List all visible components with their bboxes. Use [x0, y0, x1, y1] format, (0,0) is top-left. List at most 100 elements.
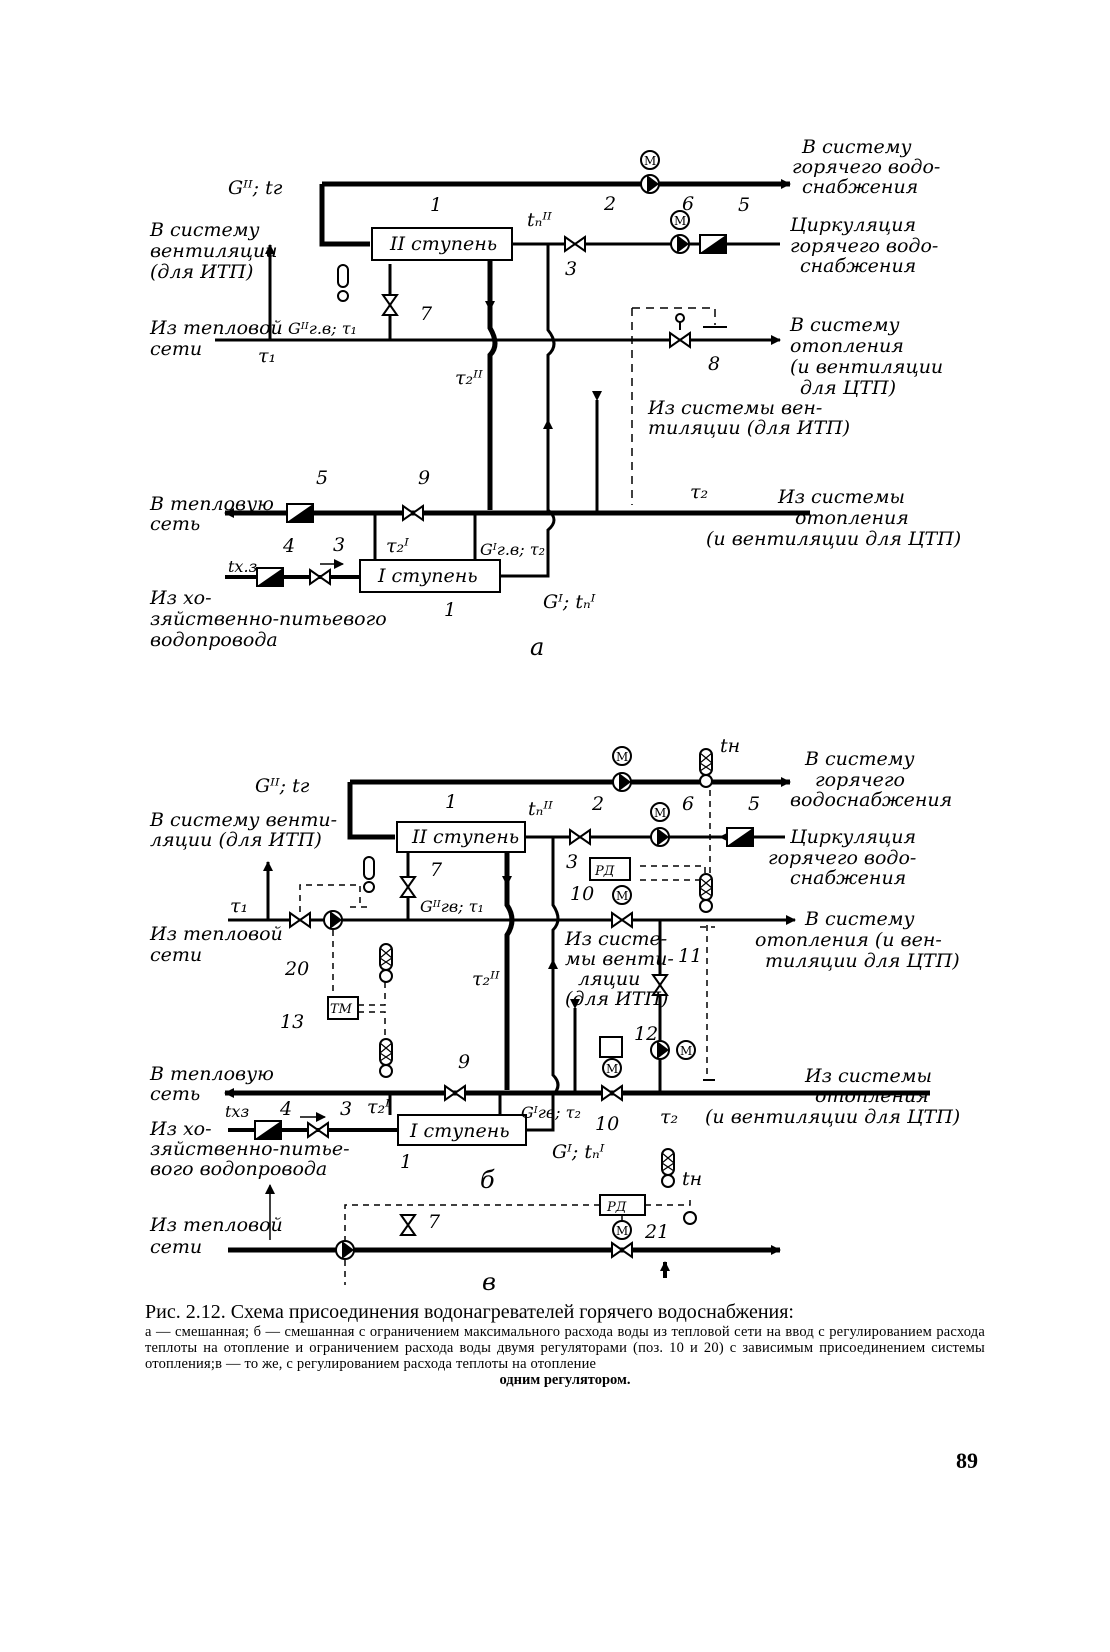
svg-text:горячего водо-: горячего водо-	[792, 156, 940, 178]
caption-title: Рис. 2.12. Схема присоединения водонагре…	[145, 1301, 794, 1323]
svg-text:(для ИТП): (для ИТП)	[565, 988, 668, 1010]
svg-text:В систему: В систему	[149, 219, 260, 241]
svg-text:11: 11	[678, 945, 702, 967]
svg-text:Из систе-: Из систе-	[564, 928, 667, 950]
svg-text:1: 1	[444, 599, 456, 621]
svg-text:Gᴵᴵ; tг: Gᴵᴵ; tг	[255, 775, 310, 797]
figure-caption: Рис. 2.12. Схема присоединения водонагре…	[145, 1300, 985, 1388]
svg-text:tн: tн	[720, 735, 740, 757]
svg-text:τ₁: τ₁	[258, 345, 276, 367]
svg-text:2: 2	[603, 193, 616, 215]
svg-text:водопровода: водопровода	[150, 629, 278, 651]
svg-text:13: 13	[280, 1011, 304, 1033]
svg-text:(и вентиляции для ЦТП): (и вентиляции для ЦТП)	[705, 1106, 960, 1128]
svg-text:9: 9	[458, 1051, 470, 1073]
svg-text:τ₂ᴵᴵ: τ₂ᴵᴵ	[455, 367, 483, 389]
svg-text:τ₂ᴵ: τ₂ᴵ	[386, 535, 409, 557]
svg-text:2: 2	[591, 793, 604, 815]
svg-text:сети: сети	[150, 1236, 202, 1258]
svg-text:РД: РД	[594, 864, 615, 879]
svg-text:20: 20	[284, 958, 309, 980]
svg-text:(и вентиляции для ЦТП): (и вентиляции для ЦТП)	[706, 528, 961, 550]
svg-text:Из тепловой: Из тепловой	[149, 923, 283, 945]
svg-text:Gᴵ; tₙᴵ: Gᴵ; tₙᴵ	[543, 591, 596, 613]
svg-text:τ₂ᴵᴵ: τ₂ᴵᴵ	[472, 968, 500, 990]
svg-text:Gᴵᴵг.в; τ₁: Gᴵᴵг.в; τ₁	[288, 319, 357, 338]
svg-text:5: 5	[316, 467, 328, 489]
svg-text:τ₂: τ₂	[660, 1106, 678, 1128]
page-number: 89	[956, 1448, 978, 1473]
svg-text:сети: сети	[150, 338, 202, 360]
svg-text:В систему: В систему	[804, 908, 915, 930]
svg-text:4: 4	[279, 1098, 292, 1120]
svg-text:сеть: сеть	[150, 1083, 200, 1105]
svg-text:7: 7	[428, 1211, 441, 1233]
svg-text:снабжения: снабжения	[802, 176, 918, 198]
svg-text:зяйственно-питье-: зяйственно-питье-	[150, 1138, 350, 1160]
svg-text:Gᴵгв; τ₂: Gᴵгв; τ₂	[521, 1103, 581, 1122]
svg-text:8: 8	[708, 353, 720, 375]
svg-text:τ₁: τ₁	[230, 895, 248, 917]
svg-text:для ЦТП): для ЦТП)	[800, 377, 896, 399]
svg-text:Из хо-: Из хо-	[149, 1118, 212, 1140]
svg-text:ляции (для ИТП): ляции (для ИТП)	[150, 829, 322, 851]
svg-text:В систему: В систему	[789, 314, 900, 336]
svg-text:3: 3	[566, 851, 578, 873]
svg-text:водоснабжения: водоснабжения	[790, 789, 952, 811]
svg-text:отопления (и вен-: отопления (и вен-	[755, 929, 942, 951]
svg-text:снабжения: снабжения	[800, 255, 916, 277]
svg-text:4: 4	[282, 535, 295, 557]
svg-text:6: 6	[682, 193, 694, 215]
svg-text:3: 3	[565, 258, 577, 280]
svg-text:вого водопровода: вого водопровода	[150, 1158, 327, 1180]
svg-text:10: 10	[570, 883, 594, 905]
svg-text:отопления: отопления	[790, 335, 904, 357]
svg-text:зяйственно-питьевого: зяйственно-питьевого	[150, 608, 387, 630]
svg-text:сеть: сеть	[150, 513, 200, 535]
svg-text:7: 7	[420, 303, 433, 325]
svg-text:II ступень: II ступень	[411, 826, 519, 848]
svg-text:В тепловую: В тепловую	[149, 493, 274, 515]
svg-text:Из тепловой: Из тепловой	[149, 317, 283, 339]
svg-text:Gᴵ; tₙᴵ: Gᴵ; tₙᴵ	[552, 1141, 605, 1163]
svg-text:ляции: ляции	[578, 968, 640, 990]
svg-text:3: 3	[340, 1098, 352, 1120]
svg-text:I ступень: I ступень	[377, 565, 478, 587]
figure-a-labels: В систему горячего водо- снабжения В сис…	[149, 136, 961, 651]
svg-text:Gᴵг.в; τ₂: Gᴵг.в; τ₂	[480, 540, 545, 559]
svg-text:6: 6	[682, 793, 694, 815]
caption-last-line: одним регулятором.	[499, 1372, 631, 1388]
svg-text:tн: tн	[682, 1168, 702, 1190]
svg-text:τ₂: τ₂	[690, 481, 708, 503]
svg-text:7: 7	[430, 859, 443, 881]
svg-text:горячего водо-: горячего водо-	[768, 847, 916, 869]
svg-text:9: 9	[418, 467, 430, 489]
svg-text:5: 5	[748, 793, 760, 815]
svg-text:I ступень: I ступень	[409, 1120, 510, 1142]
svg-text:τ₂ᴵ: τ₂ᴵ	[367, 1096, 390, 1118]
svg-text:В тепловую: В тепловую	[149, 1063, 274, 1085]
svg-text:горячего: горячего	[815, 769, 905, 791]
svg-text:отопления: отопления	[815, 1085, 929, 1107]
svg-text:В систему: В систему	[804, 748, 915, 770]
svg-text:Из тепловой: Из тепловой	[149, 1214, 283, 1236]
figure-b-sub-label: б	[480, 1166, 495, 1194]
svg-text:сети: сети	[150, 944, 202, 966]
svg-text:Из хо-: Из хо-	[149, 587, 212, 609]
svg-text:tₙᴵᴵ: tₙᴵᴵ	[528, 798, 553, 820]
figure-c-sub-label: в	[482, 1268, 496, 1296]
svg-text:горячего водо-: горячего водо-	[790, 235, 938, 257]
svg-text:tх.з: tх.з	[228, 557, 257, 576]
figure-b-labels: В систему горячего водоснабжения В систе…	[149, 735, 960, 1180]
svg-text:вентиляции: вентиляции	[150, 240, 277, 262]
svg-text:21: 21	[644, 1221, 669, 1243]
svg-text:(для ИТП): (для ИТП)	[150, 261, 253, 283]
svg-text:tхз: tхз	[225, 1102, 249, 1121]
svg-text:Из системы: Из системы	[777, 486, 905, 508]
svg-text:Циркуляция: Циркуляция	[789, 826, 916, 848]
svg-text:ТМ: ТМ	[330, 1002, 353, 1017]
caption-text: а — смешанная; б — смешанная с ограничен…	[145, 1324, 985, 1372]
svg-text:5: 5	[738, 194, 750, 216]
svg-text:В систему венти-: В систему венти-	[149, 809, 337, 831]
